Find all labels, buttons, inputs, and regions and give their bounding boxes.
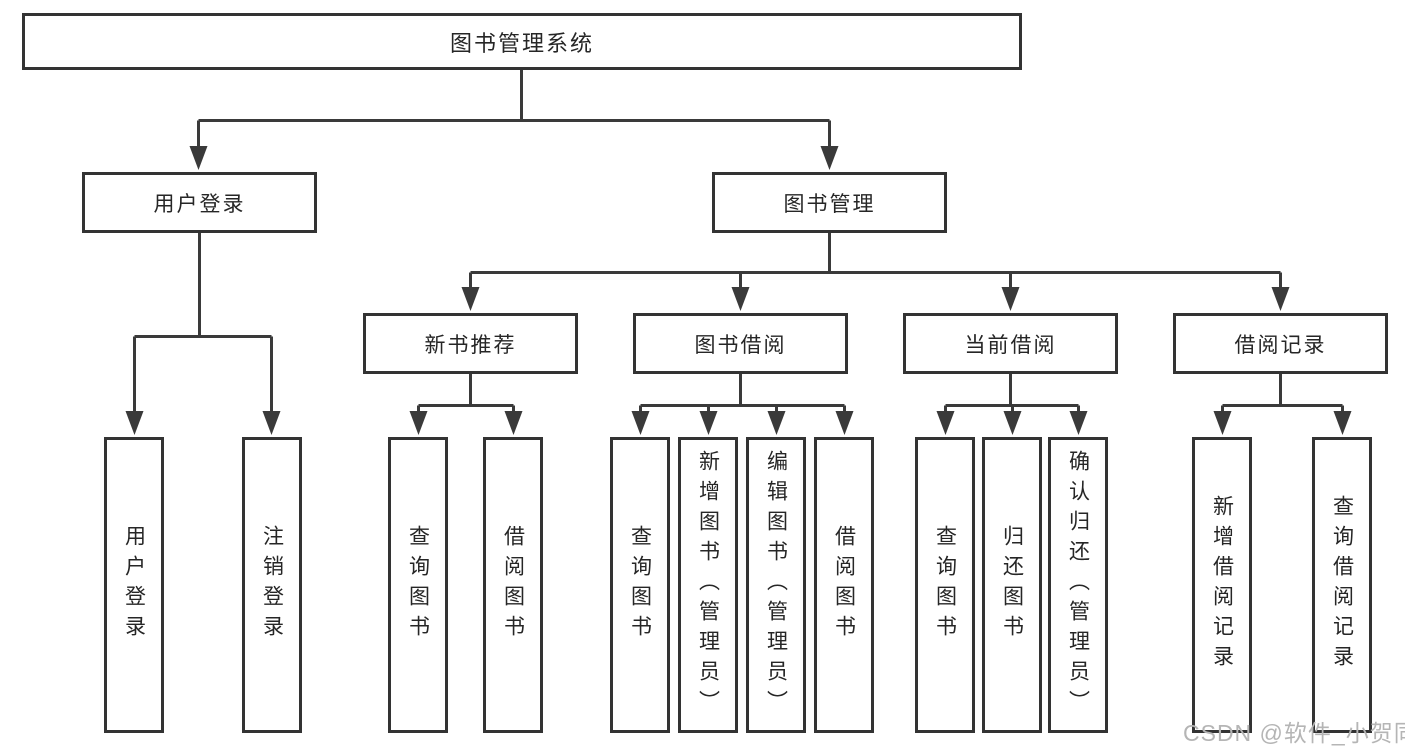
node-leaf-user-login: 用户登录 [104,437,164,733]
node-leaf-return-books: 归还图书 [982,437,1042,733]
node-user-login: 用户登录 [82,172,317,233]
node-leaf-edit-books-admin: 编辑图书（管理员） [746,437,806,733]
node-book-management: 图书管理 [712,172,947,233]
node-leaf-borrow-books-recommend: 借阅图书 [483,437,543,733]
node-book-borrowing: 图书借阅 [633,313,848,374]
node-leaf-query-borrow-record: 查询借阅记录 [1312,437,1372,733]
node-leaf-add-books-admin: 新增图书（管理员） [678,437,738,733]
watermark: CSDN @软件_小贺同学 [1183,720,1405,746]
node-leaf-add-borrow-record: 新增借阅记录 [1192,437,1252,733]
node-system-root: 图书管理系统 [22,13,1022,70]
node-new-book-recommend: 新书推荐 [363,313,578,374]
node-leaf-borrow-books-borrowing: 借阅图书 [814,437,874,733]
node-leaf-logout: 注销登录 [242,437,302,733]
node-leaf-query-books-current: 查询图书 [915,437,975,733]
node-leaf-query-books-recommend: 查询图书 [388,437,448,733]
node-borrowing-records: 借阅记录 [1173,313,1388,374]
node-current-borrowing: 当前借阅 [903,313,1118,374]
node-leaf-confirm-return-admin: 确认归还（管理员） [1048,437,1108,733]
node-leaf-query-books-borrowing: 查询图书 [610,437,670,733]
